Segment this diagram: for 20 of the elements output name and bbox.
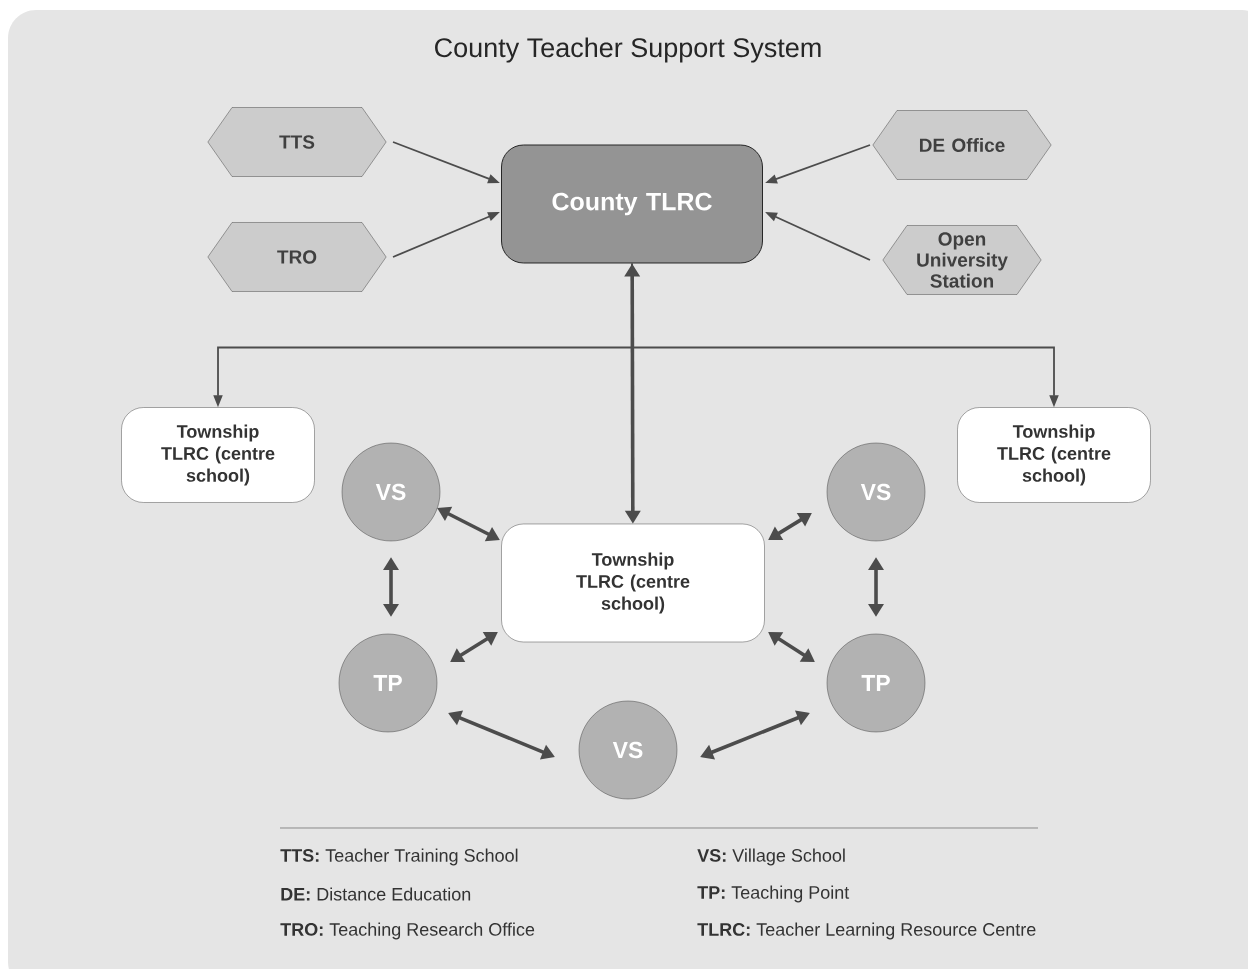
key-text: TRO: Teaching Research Office (280, 922, 535, 940)
rounded-box: Township TLRC (centre school) (121, 407, 315, 503)
key-text: TP: Teaching Point (697, 885, 850, 903)
rounded-box: Township TLRC (centre school) (957, 407, 1151, 503)
key-text: TTS: Teacher Training School (280, 848, 518, 866)
circle-node: VS (341, 442, 441, 542)
title: County Teacher Support System (435, 37, 821, 63)
circle-node: TP (826, 633, 926, 733)
circle-node: TP (338, 633, 438, 733)
hexagon-box: TRO (207, 222, 387, 292)
circle-node: VS (578, 700, 678, 800)
circle-node: VS (826, 442, 926, 542)
hexagon-box: Open University Station (882, 225, 1042, 295)
hexagon-box: TTS (207, 107, 387, 177)
key-text: TLRC: Teacher Learning Resource Centre (697, 922, 1036, 940)
hexagon-box: DE Office (872, 110, 1052, 180)
key-text: VS: Village School (697, 848, 845, 866)
key-text: DE: Distance Education (281, 887, 471, 901)
rounded-box: Township TLRC (centre school) (501, 523, 765, 643)
rounded-box: County TLRC (501, 144, 763, 264)
